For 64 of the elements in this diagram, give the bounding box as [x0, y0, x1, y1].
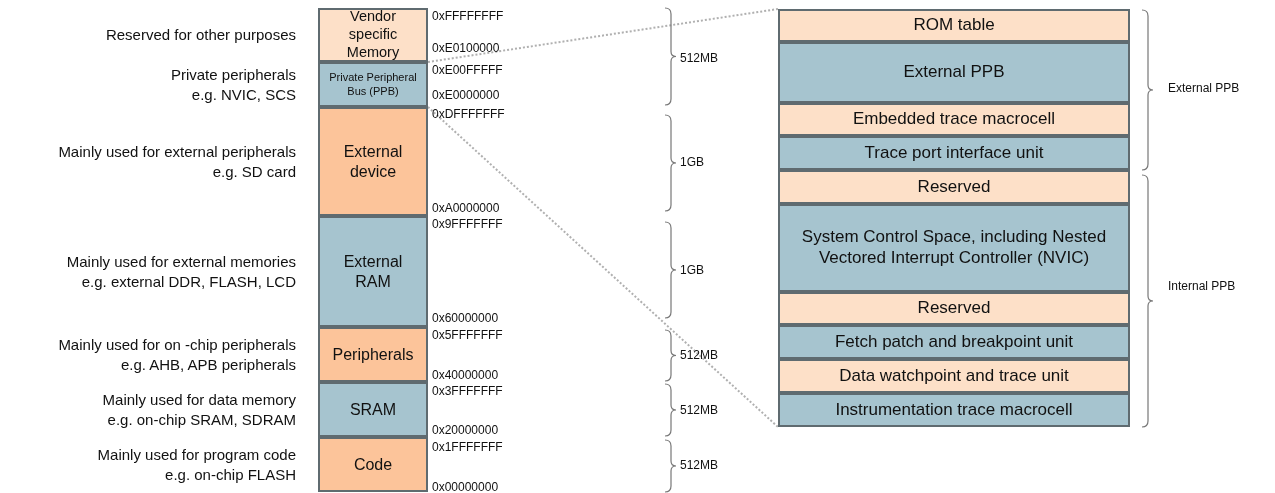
address-label: 0x40000000 [432, 368, 499, 382]
region-description: Mainly used for program code [97, 444, 296, 465]
size-label: External PPB [1168, 81, 1240, 95]
region-name: External RAM [342, 252, 404, 291]
size-label: 512MB [680, 403, 719, 417]
region-description: e.g. SD card [212, 161, 296, 182]
zoom-line [427, 8, 779, 63]
region-description: Mainly used for external peripherals [58, 141, 296, 162]
address-label: 0x5FFFFFFF [432, 328, 503, 342]
region-name: SRAM [348, 399, 398, 420]
address-label: 0xE00FFFFF [432, 63, 503, 77]
region-description: Mainly used for data memory [102, 389, 296, 410]
region-name: External PPB [902, 62, 1006, 83]
size-label: 1GB [680, 263, 704, 277]
region-description: Private peripherals [170, 64, 296, 85]
address-label: 0x1FFFFFFF [432, 440, 503, 454]
region-name: Fetch patch and breakpoint unit [833, 331, 1075, 353]
region-name: ROM table [912, 15, 996, 36]
region-description: Reserved for other purposes [105, 24, 296, 45]
region-name: Vendor specific Memory [345, 8, 401, 62]
zoom-frame [778, 9, 1130, 427]
address-label: 0x20000000 [432, 423, 499, 437]
region-name: External device [342, 142, 404, 181]
region-name: Reserved [916, 176, 992, 198]
memory-region [778, 170, 1130, 204]
size-label: 512MB [680, 51, 719, 65]
address-label: 0xE0100000 [432, 41, 500, 55]
region-name: Instrumentation trace macrocell [834, 399, 1074, 421]
region-description: Mainly used for external memories [66, 251, 296, 272]
address-label: 0xFFFFFFFF [432, 9, 504, 23]
region-name: Reserved [916, 298, 992, 319]
address-label: 0xA0000000 [432, 201, 500, 215]
size-label: 512MB [680, 348, 719, 362]
zoom-line [427, 106, 779, 428]
size-label: 1GB [680, 155, 704, 169]
region-name: Peripherals [331, 344, 415, 365]
region-description: e.g. external DDR, FLASH, LCD [81, 271, 296, 292]
memory-region [778, 136, 1130, 170]
memory-region [778, 393, 1130, 427]
address-label: 0x3FFFFFFF [432, 384, 503, 398]
memory-region [778, 325, 1130, 359]
address-label: 0x60000000 [432, 311, 499, 325]
address-label: 0xDFFFFFFF [432, 107, 505, 121]
memory-region [778, 292, 1130, 325]
memory-region [778, 9, 1130, 42]
size-label: Internal PPB [1168, 279, 1236, 293]
region-description: e.g. NVIC, SCS [191, 84, 296, 105]
region-name: Data watchpoint and trace unit [838, 365, 1070, 387]
region-name: Embedded trace macrocell [851, 109, 1057, 130]
memory-region [778, 204, 1130, 292]
region-name: System Control Space, including Nested Vectored Interrupt Controller (NVIC) [800, 227, 1108, 269]
address-label: 0xE0000000 [432, 88, 500, 102]
region-name: Trace port interface unit [863, 142, 1045, 164]
size-label: 512MB [680, 458, 719, 472]
memory-region [778, 103, 1130, 136]
memory-region [778, 359, 1130, 393]
region-description: e.g. on-chip SRAM, SDRAM [107, 409, 296, 430]
region-description: e.g. on-chip FLASH [165, 464, 296, 485]
memory-region [778, 42, 1130, 103]
region-description: e.g. AHB, APB peripherals [120, 354, 296, 375]
region-name: Private Peripheral Bus (PPB) [328, 71, 418, 98]
address-label: 0x9FFFFFFF [432, 217, 503, 231]
region-name: Code [352, 454, 394, 475]
region-description: Mainly used for on -chip peripherals [58, 334, 296, 355]
